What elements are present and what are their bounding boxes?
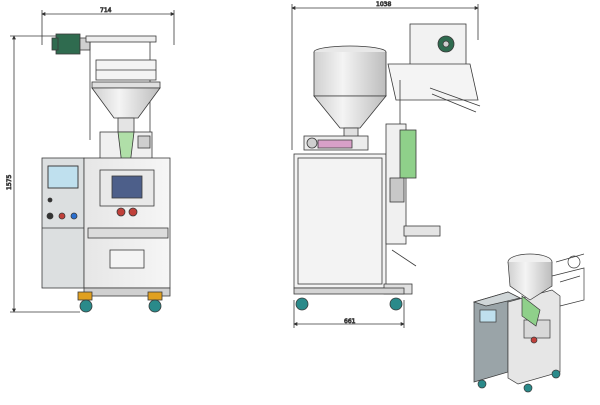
side-view: 1038 661 bbox=[291, 1, 481, 328]
side-width-label: 1038 bbox=[376, 1, 391, 8]
hopper-side bbox=[313, 45, 387, 141]
hopper-front bbox=[91, 81, 161, 133]
front-width-dimension bbox=[41, 10, 175, 45]
front-height-label: 1575 bbox=[6, 175, 13, 190]
isometric-view bbox=[472, 253, 585, 393]
body-side bbox=[293, 153, 387, 289]
side-casters bbox=[293, 287, 405, 311]
side-depth-dimension bbox=[293, 300, 405, 328]
side-width-dimension bbox=[291, 4, 479, 150]
front-width-label: 714 bbox=[100, 7, 112, 14]
side-depth-label: 661 bbox=[344, 318, 356, 325]
motor-front bbox=[51, 33, 91, 55]
control-box-front bbox=[41, 157, 85, 289]
front-casters bbox=[77, 291, 163, 313]
front-view: 714 1575 bbox=[6, 7, 175, 313]
